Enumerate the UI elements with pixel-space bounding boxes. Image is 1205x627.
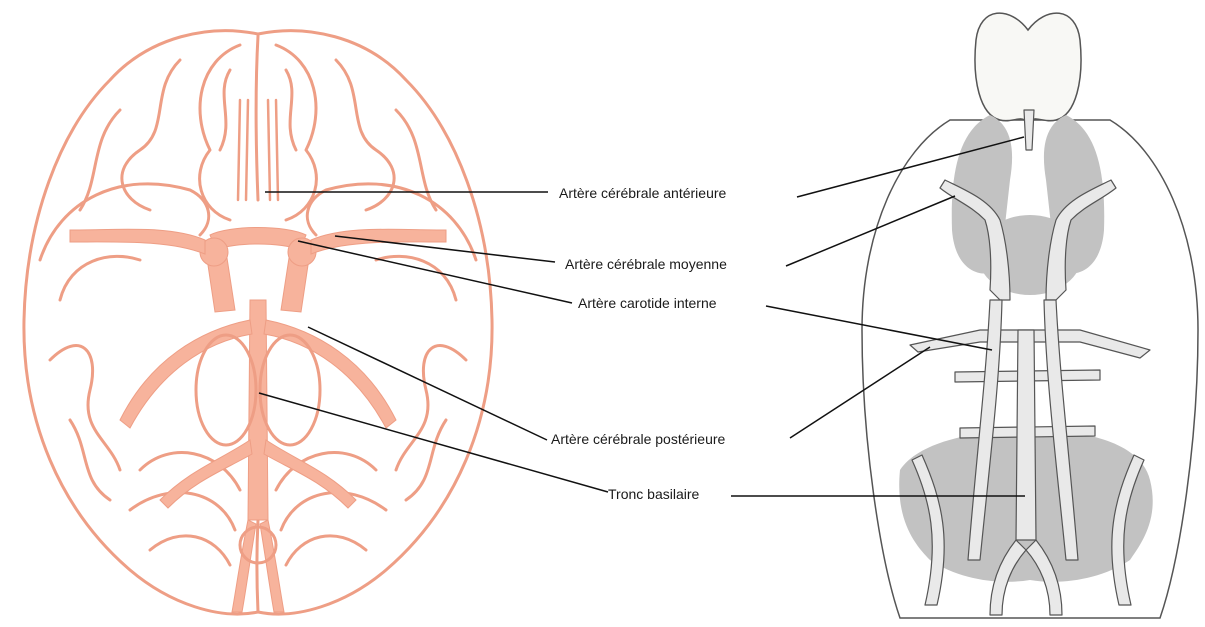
label-middle-cerebral-artery: Artère cérébrale moyenne [565, 256, 727, 272]
leader-middle-right [786, 196, 955, 266]
leader-posterior-left [308, 327, 547, 440]
leader-carotid-right [766, 306, 992, 350]
label-basilar-trunk: Tronc basilaire [608, 486, 699, 502]
label-internal-carotid-artery: Artère carotide interne [578, 295, 717, 311]
label-posterior-cerebral-artery: Artère cérébrale postérieure [551, 431, 725, 447]
leader-middle-left [335, 236, 555, 262]
leader-posterior-right [790, 347, 930, 438]
leader-carotid-left [298, 241, 572, 303]
label-anterior-cerebral-artery: Artère cérébrale antérieure [559, 185, 726, 201]
leader-anterior-right [797, 137, 1024, 197]
